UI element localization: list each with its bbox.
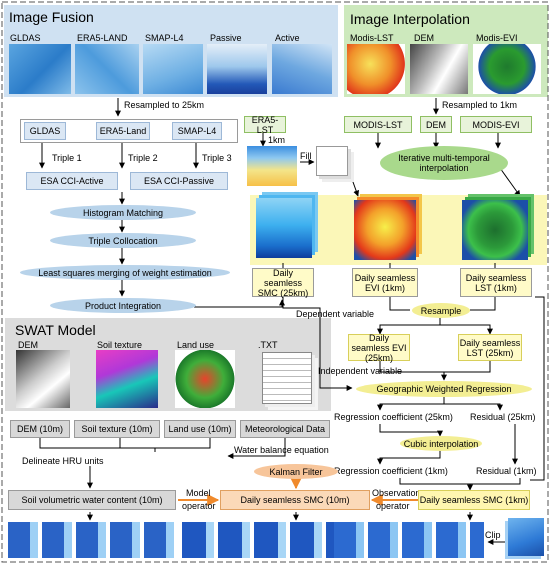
daily-smc-10m-box: Daily seamless SMC (10m)	[220, 490, 370, 510]
thumb-label-active: Active	[275, 33, 300, 43]
smapl4-thumb	[143, 44, 203, 94]
esa-cci-active: ESA CCI-Active	[26, 172, 118, 190]
water-balance-label: Water balance equation	[234, 445, 329, 455]
smc-10m-output-maps	[182, 522, 346, 558]
least-squares-step: Least squares merging of weight estimati…	[20, 265, 230, 280]
daily-evi-25km-box: Daily seamless EVI (25km)	[348, 333, 410, 363]
observation-operator-label-2: operator	[376, 501, 410, 511]
gldas-thumb	[9, 44, 71, 94]
daily-evi-1km-box: Daily seamless EVI (1km)	[352, 268, 418, 297]
residual-1km-label: Residual (1km)	[476, 466, 537, 476]
triple-collocation-step: Triple Collocation	[50, 233, 196, 248]
swat-thumb-label-landuse: Land use	[177, 340, 215, 350]
era5land-thumb	[75, 44, 139, 94]
triple-3-label: Triple 3	[202, 153, 232, 163]
active-thumb	[272, 44, 332, 94]
era5-lst-box: ERA5-LST	[244, 115, 286, 135]
swat-output-maps	[8, 522, 176, 558]
era5-lst-grid-thumb	[247, 146, 297, 186]
dem-thumb	[410, 44, 468, 94]
daily-lst-1km-box: Daily seamless LST (1km)	[460, 268, 532, 297]
gwr-step: Geographic Weighted Regression	[356, 381, 532, 397]
smc-1km-output-maps	[334, 522, 484, 558]
triple-2-label: Triple 2	[128, 153, 158, 163]
thumb-label-modis-lst: Modis-LST	[350, 33, 394, 43]
daily-smc-25km-box: Daily seamless SMC (25km)	[252, 268, 314, 298]
swat-dem-thumb	[16, 350, 70, 408]
thumb-label-smapl4: SMAP-L4	[145, 33, 184, 43]
swat-meteo-input: Meteorological Data	[240, 420, 330, 438]
passive-thumb	[207, 44, 267, 94]
swat-model-title: SWAT Model	[15, 322, 96, 338]
thumb-label-modis-evi: Modis-EVI	[476, 33, 518, 43]
resample-1km-label: Resampled to 1km	[442, 100, 518, 110]
independent-variable-label: Independent variable	[318, 366, 403, 376]
observation-operator-label-1: Observation	[372, 488, 421, 498]
delineate-hru-label: Delineate HRU units	[22, 456, 104, 466]
swat-soil-input: Soil texture (10m)	[74, 420, 160, 438]
thumb-label-gldas: GLDAS	[10, 33, 41, 43]
swat-thumb-label-dem: DEM	[18, 340, 38, 350]
product-smapl4: SMAP-L4	[172, 122, 222, 140]
fill-label: Fill	[300, 151, 312, 161]
histogram-matching-step: Histogram Matching	[50, 205, 196, 220]
residual-25km-label: Residual (25km)	[470, 412, 536, 422]
smc-25km-stack	[256, 198, 312, 258]
daily-lst-25km-box: Daily seamless LST (25km)	[458, 334, 522, 361]
image-interpolation-title: Image Interpolation	[350, 11, 470, 27]
soil-texture-thumb	[96, 350, 158, 408]
swat-thumb-label-txt: .TXT	[258, 340, 278, 350]
regression-1km-label: Regression coefficient (1km)	[334, 466, 448, 476]
modis-dem-box: DEM	[420, 116, 452, 133]
model-operator-label-1: Model	[186, 488, 211, 498]
land-use-thumb	[175, 350, 235, 408]
iterative-interpolation-step: Iterative multi-temporal interpolation	[380, 146, 508, 180]
resample-step: Resample	[412, 303, 470, 318]
dependent-variable-label: Dependent variable	[296, 309, 375, 319]
swat-thumb-label-soil: Soil texture	[97, 340, 143, 350]
thumb-label-dem: DEM	[414, 33, 434, 43]
resample-25km-label: Resampled to 25km	[124, 100, 205, 110]
thumb-label-era5land: ERA5-LAND	[77, 33, 128, 43]
regression-25km-label: Regression coefficient (25km)	[334, 412, 453, 422]
evi-1km-stack	[354, 200, 416, 260]
swat-landuse-input: Land use (10m)	[164, 420, 236, 438]
modis-lst-box: MODIS-LST	[344, 116, 412, 133]
thumb-label-passive: Passive	[210, 33, 242, 43]
kalman-filter-step: Kalman Filter	[254, 464, 338, 479]
model-operator-label-2: operator	[182, 501, 216, 511]
modis-evi-thumb	[473, 44, 541, 94]
swat-dem-input: DEM (10m)	[10, 420, 70, 438]
modis-evi-box: MODIS-EVI	[460, 116, 532, 133]
cubic-interpolation-step: Cubic interpolation	[400, 436, 482, 451]
product-era5land: ERA5-Land	[96, 122, 150, 140]
clip-source-stack	[508, 518, 544, 556]
product-gldas: GLDAS	[24, 122, 66, 140]
lst-1km-stack	[462, 200, 528, 260]
clip-label: Clip	[485, 530, 501, 540]
modis-lst-thumb	[347, 44, 405, 94]
era5-1km-label: 1km	[268, 135, 286, 145]
fill-stack-thumb	[316, 146, 348, 176]
product-integration-step: Product Integration	[50, 298, 196, 313]
triple-1-label: Triple 1	[52, 153, 82, 163]
esa-cci-passive: ESA CCI-Passive	[130, 172, 228, 190]
daily-smc-1km-box: Daily seamless SMC (1km)	[418, 490, 530, 510]
txt-document-icon	[262, 352, 312, 404]
soil-volumetric-water-box: Soil volumetric water content (10m)	[8, 490, 176, 510]
image-fusion-title: Image Fusion	[9, 9, 94, 25]
